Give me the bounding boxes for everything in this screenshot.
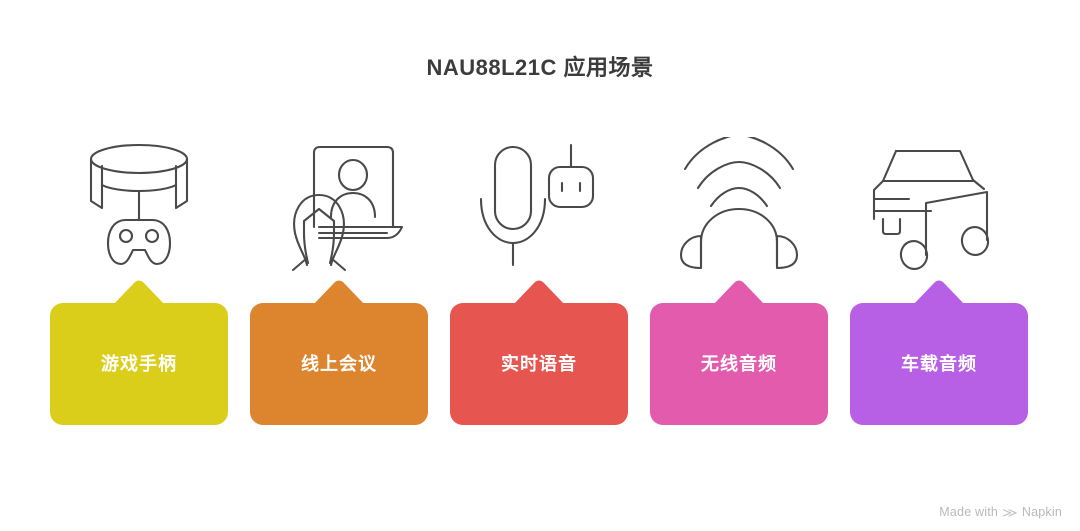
card-car-audio[interactable]: 车载音频 xyxy=(850,280,1028,425)
scenario-item-online-meeting[interactable]: 线上会议 xyxy=(250,130,428,425)
scenario-list: 游戏手柄 xyxy=(50,130,1030,425)
napkin-logo-icon: ≫ xyxy=(1002,504,1018,520)
card-realtime-voice[interactable]: 实时语音 xyxy=(450,280,628,425)
scenario-item-car-audio[interactable]: 车载音频 xyxy=(850,130,1028,425)
card-pointer xyxy=(712,280,766,306)
car-music-note-icon xyxy=(850,130,1028,280)
wireless-headphones-icon xyxy=(650,130,828,280)
card-pointer xyxy=(112,280,166,306)
card-game-controller[interactable]: 游戏手柄 xyxy=(50,280,228,425)
card-pointer xyxy=(312,280,366,306)
scenario-item-realtime-voice[interactable]: 实时语音 xyxy=(450,130,628,425)
scenario-item-wireless-audio[interactable]: 无线音频 xyxy=(650,130,828,425)
napkin-watermark: Made with ≫ Napkin xyxy=(939,505,1062,519)
laptop-video-call-icon xyxy=(250,130,428,280)
vr-game-controller-icon xyxy=(50,130,228,280)
microphone-robot-icon xyxy=(450,130,628,280)
card-body: 线上会议 xyxy=(250,303,428,425)
card-label: 车载音频 xyxy=(901,354,977,374)
card-pointer xyxy=(912,280,966,306)
card-label: 游戏手柄 xyxy=(101,354,177,374)
scenario-item-game-controller[interactable]: 游戏手柄 xyxy=(50,130,228,425)
card-body: 实时语音 xyxy=(450,303,628,425)
card-label: 实时语音 xyxy=(501,354,577,374)
watermark-prefix: Made with xyxy=(939,505,999,519)
watermark-brand: Napkin xyxy=(1021,505,1062,519)
card-label: 无线音频 xyxy=(701,354,777,374)
page-title: NAU88L21C 应用场景 xyxy=(426,55,654,80)
card-pointer xyxy=(512,280,566,306)
card-body: 游戏手柄 xyxy=(50,303,228,425)
card-body: 车载音频 xyxy=(850,303,1028,425)
card-online-meeting[interactable]: 线上会议 xyxy=(250,280,428,425)
card-label: 线上会议 xyxy=(301,354,377,374)
card-body: 无线音频 xyxy=(650,303,828,425)
card-wireless-audio[interactable]: 无线音频 xyxy=(650,280,828,425)
